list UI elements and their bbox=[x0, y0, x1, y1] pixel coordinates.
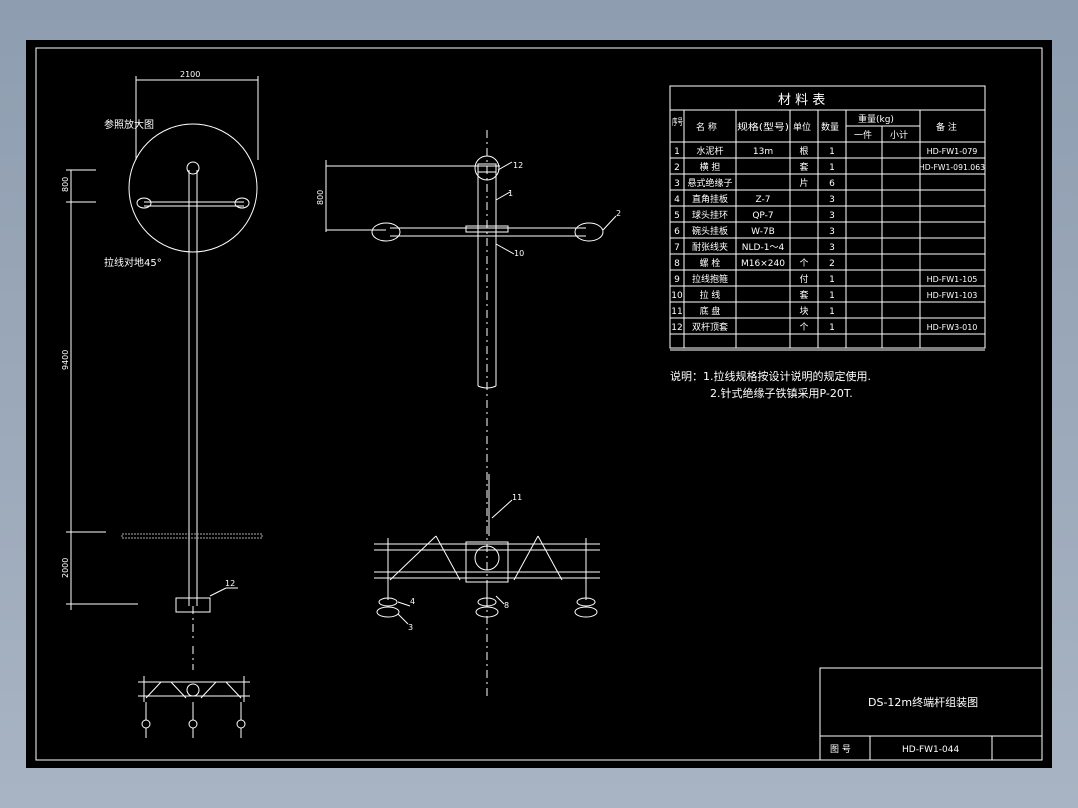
callout-1: 1 bbox=[508, 189, 513, 198]
table-cell-name: 横 担 bbox=[700, 161, 721, 173]
header-weight: 重量(kg) bbox=[858, 113, 894, 125]
left-elevation: 2100 参照放大图 拉线对地45° 800 9400 2000 12 bbox=[61, 70, 263, 738]
detail-circle bbox=[128, 123, 258, 253]
dim-800-left: 800 bbox=[61, 177, 70, 192]
header-name: 名 称 bbox=[696, 121, 717, 133]
table-cell-unit: 套 bbox=[799, 161, 808, 173]
callout-4: 4 bbox=[410, 597, 415, 606]
drawing-frame bbox=[35, 47, 1043, 761]
table-cell-spec: M16×240 bbox=[741, 259, 785, 269]
cad-drawing-area: 2100 参照放大图 拉线对地45° 800 9400 2000 12 bbox=[26, 40, 1052, 768]
table-cell-unit: 块 bbox=[799, 305, 808, 317]
table-cell-unit: 个 bbox=[799, 322, 808, 333]
materials-table: 材 料 表 序号 名 称 规格(型号) 单位 数量 重量(kg) 一件 小计 备… bbox=[669, 85, 986, 351]
callout-10: 11 bbox=[512, 493, 522, 502]
table-cell-no: 2 bbox=[674, 163, 680, 173]
table-cell-qty: 3 bbox=[829, 195, 835, 205]
dim-2000: 2000 bbox=[61, 558, 70, 578]
table-cell-qty: 3 bbox=[829, 227, 835, 237]
table-cell-spec: Z-7 bbox=[756, 195, 771, 205]
table-cell-name: 拉线抱箍 bbox=[692, 273, 728, 285]
table-cell-unit: 付 bbox=[799, 274, 808, 285]
table-cell-no: 6 bbox=[674, 227, 680, 237]
table-cell-qty: 3 bbox=[829, 211, 835, 221]
table-cell-qty: 6 bbox=[829, 179, 835, 189]
dim-top-width: 2100 bbox=[180, 70, 200, 79]
table-cell-no: 5 bbox=[674, 211, 680, 221]
guy-angle-label: 拉线对地45° bbox=[104, 256, 162, 269]
table-cell-unit: 片 bbox=[799, 177, 808, 189]
table-cell-no: 8 bbox=[674, 259, 680, 269]
table-cell-remark: HD-FW3-010 bbox=[927, 323, 978, 332]
header-qty: 数量 bbox=[821, 121, 839, 133]
table-cell-qty: 1 bbox=[829, 291, 835, 301]
table-cell-name: 悬式绝缘子 bbox=[687, 177, 732, 189]
table-cell-unit: 套 bbox=[799, 289, 808, 301]
title-block: DS-12m终端杆组装图 图 号 HD-FW1-044 bbox=[819, 667, 1043, 761]
table-cell-remark: HD-FW1-091.063 bbox=[919, 163, 985, 172]
table-cell-no: 9 bbox=[674, 275, 680, 285]
middle-elevation: 800 12 1 2 10 11 bbox=[316, 130, 621, 700]
table-cell-name: 底 盘 bbox=[700, 305, 721, 317]
drawing-title: DS-12m终端杆组装图 bbox=[868, 695, 978, 709]
header-seq: 序号 bbox=[672, 116, 683, 128]
table-cell-spec: 13m bbox=[753, 147, 773, 157]
drawing-no: HD-FW1-044 bbox=[902, 745, 959, 755]
table-cell-no: 10 bbox=[671, 291, 683, 301]
table-cell-no: 4 bbox=[674, 195, 680, 205]
notes: 说明：1.拉线规格按设计说明的规定使用. 2.针式绝缘子铁镇采用P-20T. bbox=[670, 369, 871, 400]
note-line-1: 说明：1.拉线规格按设计说明的规定使用. bbox=[670, 369, 871, 383]
drawing-svg: 2100 参照放大图 拉线对地45° 800 9400 2000 12 bbox=[35, 47, 1043, 761]
ref-enlarged-label: 参照放大图 bbox=[104, 118, 154, 131]
callout-11: 12 bbox=[225, 579, 235, 588]
materials-title: 材 料 表 bbox=[778, 93, 825, 108]
table-cell-qty: 1 bbox=[829, 275, 835, 285]
header-weight-each: 一件 bbox=[854, 129, 872, 141]
callout-12: 12 bbox=[513, 161, 523, 170]
table-cell-no: 3 bbox=[674, 179, 680, 189]
table-cell-remark: HD-FW1-105 bbox=[927, 275, 978, 284]
table-cell-name: 耐张线夹 bbox=[692, 241, 728, 253]
table-cell-no: 11 bbox=[671, 307, 682, 317]
note-line-2: 2.针式绝缘子铁镇采用P-20T. bbox=[710, 386, 853, 400]
table-cell-spec: NLD-1～4 bbox=[742, 243, 785, 253]
header-weight-sub: 小计 bbox=[890, 129, 908, 141]
table-cell-name: 水泥杆 bbox=[696, 145, 723, 157]
header-spec: 规格(型号) bbox=[737, 121, 789, 133]
table-cell-no: 1 bbox=[674, 147, 680, 157]
table-cell-name: 碗头挂板 bbox=[692, 225, 728, 237]
table-cell-unit: 个 bbox=[799, 258, 808, 269]
table-cell-unit: 根 bbox=[799, 145, 808, 157]
callout-2: 2 bbox=[616, 209, 621, 218]
table-cell-qty: 1 bbox=[829, 147, 835, 157]
table-cell-qty: 2 bbox=[829, 259, 835, 269]
callout-8: 8 bbox=[504, 601, 509, 610]
table-cell-spec: W-7B bbox=[751, 227, 775, 237]
ground-line bbox=[121, 533, 263, 539]
table-cell-no: 7 bbox=[674, 243, 680, 253]
table-cell-remark: HD-FW1-103 bbox=[927, 291, 978, 300]
drawing-no-label: 图 号 bbox=[830, 744, 851, 755]
table-cell-qty: 1 bbox=[829, 307, 835, 317]
table-cell-qty: 3 bbox=[829, 243, 835, 253]
table-cell-name: 双杆顶套 bbox=[692, 321, 728, 333]
table-cell-remark: HD-FW1-079 bbox=[927, 147, 978, 156]
table-cell-qty: 1 bbox=[829, 163, 835, 173]
dim-800-mid: 800 bbox=[316, 190, 325, 205]
table-cell-name: 螺 栓 bbox=[700, 257, 721, 269]
table-cell-name: 球头挂环 bbox=[692, 209, 728, 221]
table-cell-spec: QP-7 bbox=[752, 211, 773, 221]
header-unit: 单位 bbox=[793, 121, 811, 133]
table-cell-no: 12 bbox=[671, 323, 682, 333]
table-cell-qty: 1 bbox=[829, 323, 835, 333]
table-cell-name: 直角挂板 bbox=[692, 193, 728, 205]
header-remark: 备 注 bbox=[936, 121, 957, 133]
dim-9400: 9400 bbox=[61, 350, 70, 370]
callout-9: 10 bbox=[514, 249, 524, 258]
base-plate bbox=[175, 597, 211, 613]
table-cell-name: 拉 线 bbox=[700, 289, 721, 301]
callout-3: 3 bbox=[408, 623, 413, 632]
